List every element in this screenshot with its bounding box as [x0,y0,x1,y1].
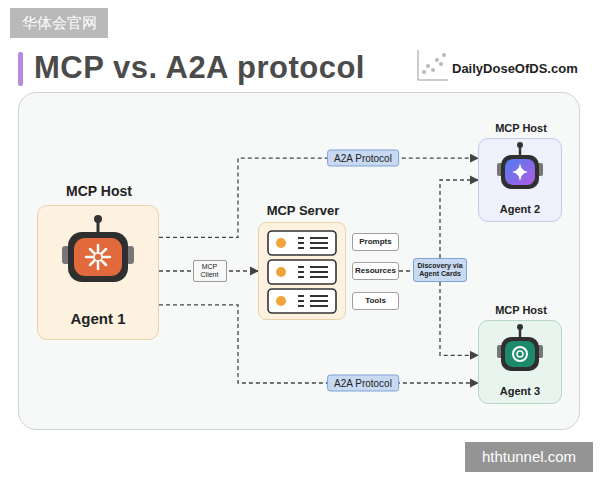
edge-label: A2A Protocol [327,150,399,167]
capability-box: Tools [352,292,399,310]
dashed-connector [399,270,413,271]
node-heading: MCP Host [459,304,583,316]
node-label: Agent 3 [479,385,561,397]
agent-host-box: MCP HostAgent 3 [478,320,562,404]
dashed-connector [440,282,478,355]
agent-host-box: MCP HostAgent 2 [478,138,562,222]
edge-label: MCP Client [193,260,227,282]
agent-host-box: MCP HostAgent 1 [37,205,159,340]
edge-label: A2A Protocol [327,375,399,392]
node-heading: MCP Host [18,184,180,199]
node-heading: MCP Host [459,122,583,134]
node-label: Discovery via Agent Cards [414,262,466,277]
title-bar [18,52,23,86]
watermark: 华体会官网 [10,8,108,38]
node-heading: MCP Server [239,204,367,218]
node-label: Resources [353,267,398,276]
chart-icon [418,50,448,80]
node-label: Tools [353,297,398,306]
dashed-connector [440,180,478,258]
diagram-title: MCP vs. A2A protocol [34,50,365,86]
node-label: Prompts [353,238,398,247]
capability-box: Prompts [352,233,399,251]
source-credit: DailyDoseOfDS.com [452,60,592,78]
server-box: MCP Server [258,222,346,320]
node-label: Agent 2 [479,203,561,215]
capability-box: Resources [352,262,399,280]
watermark: hthtunnel.com [465,442,593,472]
discovery-box: Discovery via Agent Cards [413,258,467,282]
node-label: Agent 1 [38,311,158,328]
